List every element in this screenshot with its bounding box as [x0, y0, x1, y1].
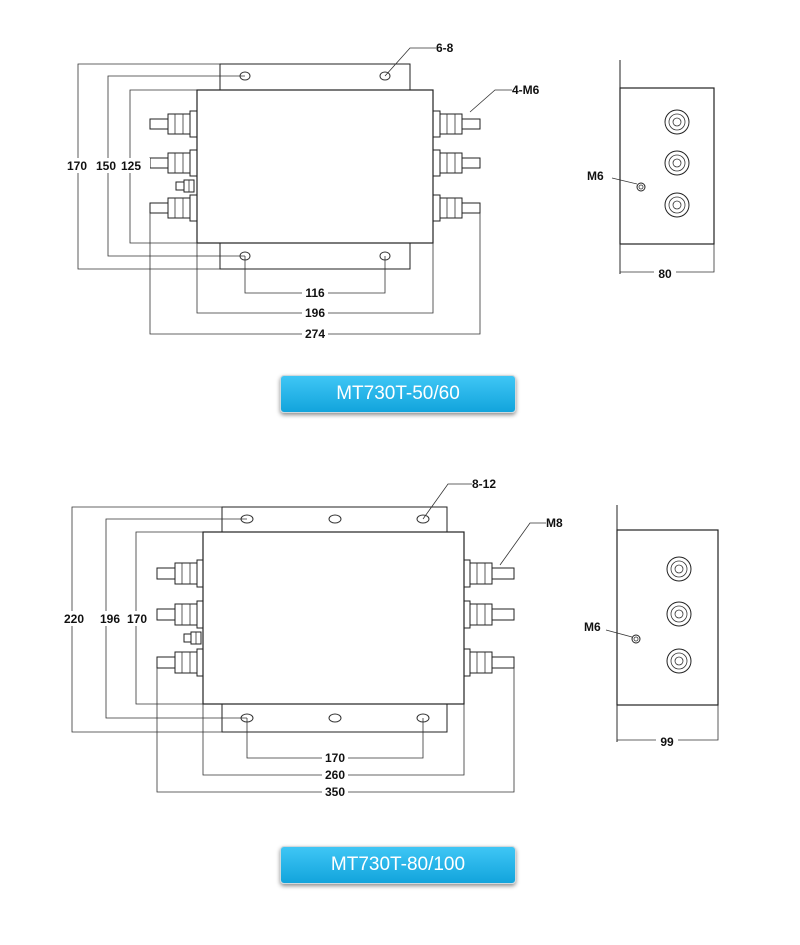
- dim-depth-1: 80: [658, 267, 672, 281]
- callout-terminals-1: 4-M6: [512, 83, 540, 97]
- model-label-1: MT730T-50/60: [280, 375, 516, 413]
- filter-body-1: [196, 89, 434, 244]
- filter-body-2: [202, 531, 465, 705]
- right-terminals-2: [463, 559, 515, 677]
- height-dimensions-2: [62, 506, 247, 733]
- mounting-hole: [328, 713, 342, 723]
- width-dimensions-2: [156, 668, 515, 799]
- front-view-2: [62, 483, 546, 799]
- model-label-1-text: MT730T-50/60: [336, 383, 460, 404]
- holes-leader-1: [384, 47, 436, 77]
- dim-w-body-1: 196: [305, 306, 325, 320]
- dim-depth-2: 99: [660, 735, 674, 749]
- dim-w-holes-2: 170: [325, 751, 345, 765]
- callout-ground-1: M6: [587, 169, 604, 183]
- callout-holes-1: 6-8: [436, 41, 454, 55]
- model-label-2: MT730T-80/100: [280, 846, 516, 884]
- dim-h-outer-1: 170: [67, 159, 87, 173]
- callout-ground-2: M6: [584, 620, 601, 634]
- holes-leader-2: [422, 483, 472, 520]
- dim-w-total-2: 350: [325, 785, 345, 799]
- model-label-2-text: MT730T-80/100: [330, 854, 466, 875]
- dim-w-body-2: 260: [325, 768, 345, 782]
- left-terminals-2: [156, 559, 204, 677]
- height-dimensions-1: [64, 63, 245, 270]
- mounting-hole: [328, 514, 342, 524]
- dim-h-inner-1: 125: [121, 159, 141, 173]
- side-view-1: [611, 60, 715, 279]
- dim-h-outer-2: 220: [64, 612, 84, 626]
- dim-h-mid-1: 150: [96, 159, 116, 173]
- callout-terminals-2: M8: [546, 516, 563, 530]
- right-terminals-1: [432, 110, 481, 222]
- terminals-leader-1: [469, 89, 512, 113]
- left-terminals-1: [149, 110, 198, 222]
- front-view-1: [64, 47, 512, 341]
- dim-w-holes-1: 116: [305, 286, 325, 300]
- dim-h-inner-2: 170: [127, 612, 147, 626]
- side-view-2: [605, 505, 719, 747]
- dim-h-mid-2: 196: [100, 612, 120, 626]
- side-body-1: [619, 87, 715, 245]
- width-dimensions-1: [149, 213, 481, 341]
- terminals-leader-2: [499, 522, 546, 566]
- dim-w-total-1: 274: [305, 327, 325, 341]
- callout-holes-2: 8-12: [472, 477, 496, 491]
